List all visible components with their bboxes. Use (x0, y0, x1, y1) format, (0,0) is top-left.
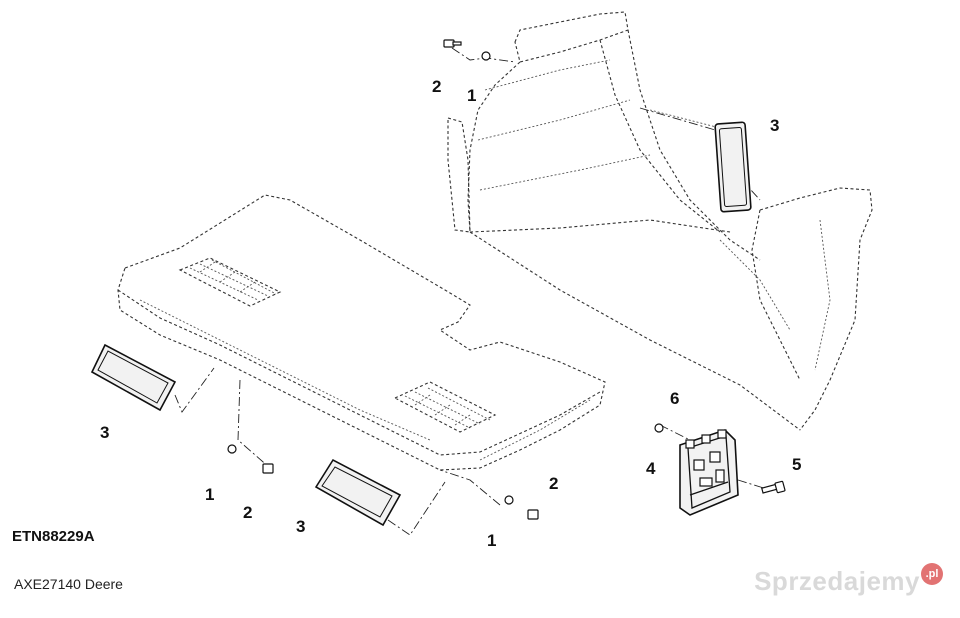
callout-2-right: 2 (549, 474, 558, 493)
bolt-controller (761, 480, 786, 494)
watermark-badge: .pl (921, 563, 943, 585)
cover-plate-middle (314, 458, 402, 527)
cover-plate-left (90, 343, 177, 412)
fasteners (227, 39, 786, 520)
callout-1-right: 1 (487, 531, 496, 550)
bolt-mid (262, 463, 274, 474)
callout-2-top: 2 (432, 77, 441, 96)
callout-1-mid: 1 (205, 485, 214, 504)
callout-3-left: 3 (100, 423, 109, 442)
bolt-top (443, 39, 462, 48)
callout-1-top: 1 (467, 86, 476, 105)
callouts: 2 1 3 3 1 2 3 2 1 6 4 5 (100, 77, 801, 550)
leader-lines (174, 47, 771, 536)
watermark-text: Sprzedajemy (754, 566, 920, 596)
nut-mid (227, 444, 237, 454)
nut-top (481, 51, 491, 61)
callout-2-mid: 2 (243, 503, 252, 522)
figure-id: ETN88229A (12, 528, 95, 545)
nut-controller (654, 423, 664, 433)
cover-plate-top (714, 121, 752, 213)
callout-4: 4 (646, 459, 656, 478)
bolt-right (527, 509, 539, 520)
nut-right (504, 495, 514, 505)
source-text: AXE27140 Deere (14, 576, 123, 592)
callout-3-top: 3 (770, 116, 779, 135)
controller-module (679, 429, 739, 516)
callout-5: 5 (792, 455, 801, 474)
rear-housing (447, 11, 873, 431)
callout-3-mid: 3 (296, 517, 305, 536)
callout-6: 6 (670, 389, 679, 408)
floor-plate (117, 194, 606, 471)
